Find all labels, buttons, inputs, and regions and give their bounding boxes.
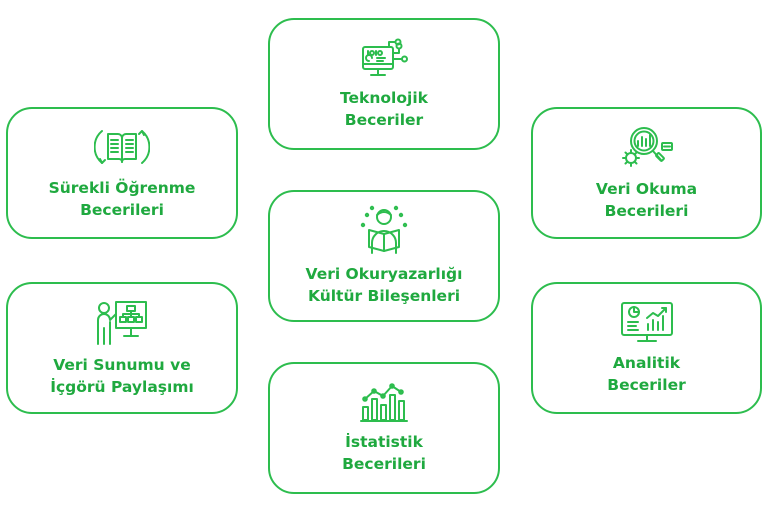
presenter-board-icon [97, 301, 147, 345]
magnifier-gear-chart-icon [621, 127, 673, 167]
card-label: Veri Sunumu ve İçgörü Paylaşımı [50, 356, 194, 396]
computer-circuit-icon [362, 38, 408, 76]
open-book-icon [94, 130, 150, 164]
person-reading-icon [360, 205, 408, 254]
card-label: Veri Okuma Becerileri [595, 180, 698, 220]
card-teknolojik-beceriler: Teknolojik Beceriler [268, 18, 500, 150]
card-istatistik-becerileri: İstatistik Becerileri [268, 362, 500, 494]
bar-line-chart-icon [360, 383, 408, 422]
card-label: Sürekli Öğrenme Becerileri [48, 179, 196, 219]
analytics-monitor-icon [620, 302, 673, 342]
card-analitik-beceriler: Analitik Beceriler [531, 282, 762, 414]
card-label: İstatistik Becerileri [342, 433, 426, 473]
card-veri-okuryazarligi-kultur-bilesenleri: Veri Okuryazarlığı Kültür Bileşenleri [268, 190, 500, 322]
card-label: Analitik Beceriler [607, 354, 686, 394]
card-surekli-ogrenme-becerileri: Sürekli Öğrenme Becerileri [6, 107, 238, 239]
card-label: Veri Okuryazarlığı Kültür Bileşenleri [305, 265, 463, 305]
card-veri-sunumu-icgoru-paylasimi: Veri Sunumu ve İçgörü Paylaşımı [6, 282, 238, 414]
card-label: Teknolojik Beceriler [340, 89, 428, 129]
card-veri-okuma-becerileri: Veri Okuma Becerileri [531, 107, 762, 239]
